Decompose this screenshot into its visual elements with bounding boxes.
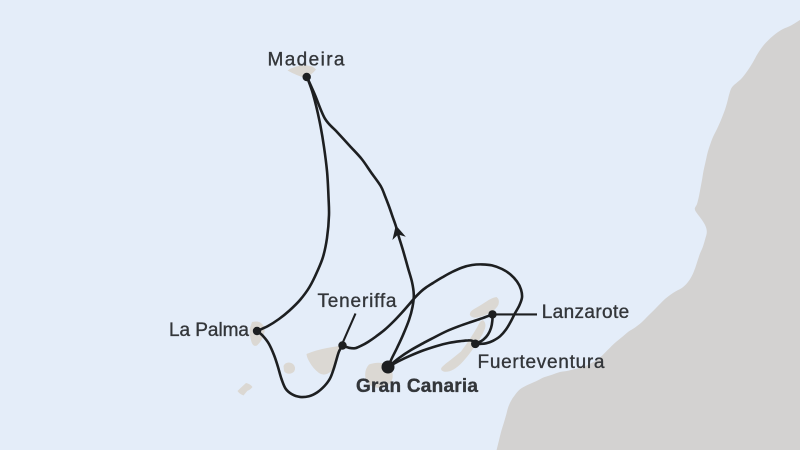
svg-text:La Palma: La Palma	[169, 320, 249, 341]
svg-text:Teneriffa: Teneriffa	[318, 291, 397, 312]
svg-text:Madeira: Madeira	[268, 50, 345, 71]
svg-text:Lanzarote: Lanzarote	[542, 302, 630, 323]
svg-text:Gran Canaria: Gran Canaria	[356, 376, 478, 397]
svg-text:Fuerteventura: Fuerteventura	[478, 352, 605, 373]
